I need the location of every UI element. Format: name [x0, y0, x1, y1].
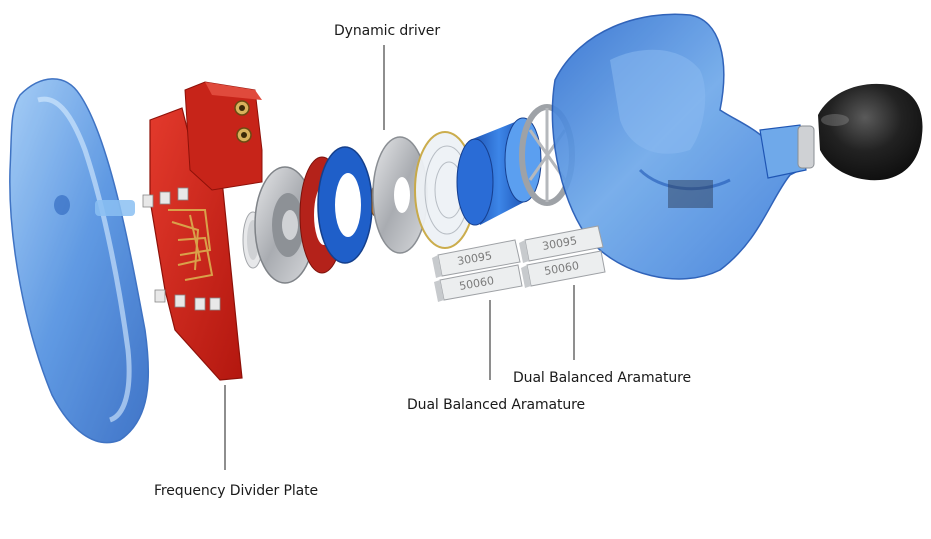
- faceplate-shell: [10, 79, 149, 443]
- cable-connector-socket: [185, 82, 262, 190]
- sound-nozzle: [760, 125, 814, 178]
- label-dual-balanced-armature-left: Dual Balanced Aramature: [407, 397, 585, 413]
- balanced-armature-right-pair: 30095 50060: [519, 226, 605, 288]
- balanced-armature-left-pair: 30095 50060: [432, 240, 522, 302]
- label-dual-balanced-armature-right: Dual Balanced Aramature: [513, 370, 691, 386]
- label-dynamic-driver: Dynamic driver: [334, 23, 440, 39]
- blue-magnet-ring: [318, 147, 372, 263]
- label-frequency-divider-plate: Frequency Divider Plate: [154, 483, 318, 499]
- driver-housing-ring: [457, 118, 541, 225]
- ear-tip: [818, 84, 923, 180]
